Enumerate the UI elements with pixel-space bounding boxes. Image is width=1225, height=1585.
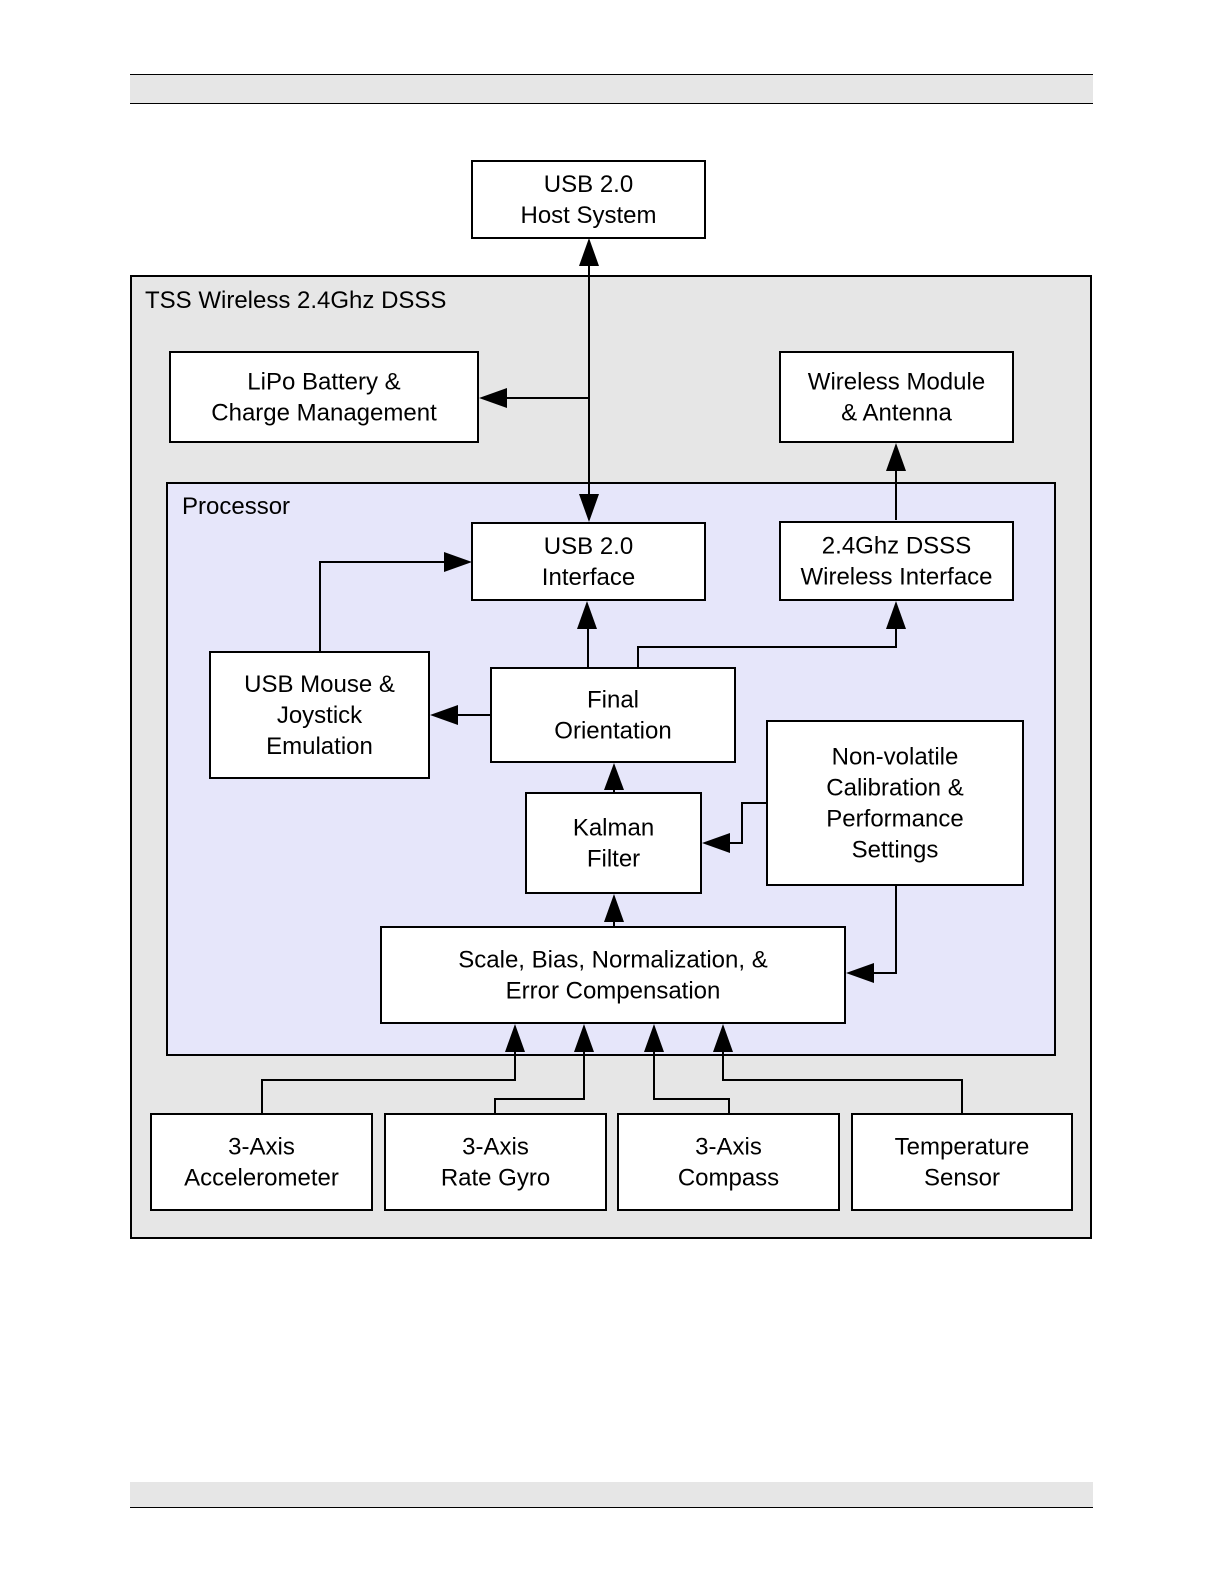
nonvolatile-label-line: Settings: [852, 837, 939, 864]
usb-host-label-line: USB 2.0: [544, 171, 633, 198]
block-lipo-battery: LiPo Battery & Charge Management: [169, 351, 479, 443]
connector-final-usb: [586, 626, 589, 667]
scale-bias-label-line: Scale, Bias, Normalization, &: [458, 947, 767, 974]
arrowhead-usb-from-final: [577, 601, 597, 629]
dsss-interface-label-line: 2.4Ghz DSSS: [822, 533, 971, 560]
arrowhead-mouse: [430, 705, 458, 725]
connector-nv-scale: [873, 886, 897, 974]
arrowhead-scale-compass: [644, 1024, 664, 1052]
connector-nv-kalman: [730, 802, 767, 844]
accelerometer-label-line: Accelerometer: [184, 1165, 339, 1192]
usb-interface-label-line: Interface: [542, 564, 635, 591]
dsss-interface-box: [779, 521, 1014, 601]
nonvolatile-label-line: Calibration &: [826, 775, 963, 802]
kalman-box: [525, 792, 702, 894]
arrowhead-scale-accel: [505, 1024, 525, 1052]
accelerometer-label-line: 3-Axis: [228, 1134, 295, 1161]
kalman-label-line: Filter: [587, 846, 640, 873]
usb-mouse-label-line: Joystick: [277, 702, 363, 729]
rate-gyro-label-line: Rate Gyro: [441, 1165, 550, 1192]
page-footer-band: [130, 1482, 1093, 1508]
block-scale-bias-normalization: Scale, Bias, Normalization, & Error Compe…: [380, 926, 846, 1024]
arrowhead-usb-from-mouse: [444, 552, 472, 572]
outer-container-label: TSS Wireless 2.4Ghz DSSS: [145, 287, 446, 314]
connector-final-dsss: [637, 622, 897, 667]
nonvolatile-label-line: Non-volatile: [832, 744, 959, 771]
compass-label-line: Compass: [678, 1165, 779, 1192]
usb-mouse-box: [209, 651, 430, 779]
temperature-label-line: Temperature: [895, 1134, 1030, 1161]
usb-interface-box: [471, 522, 706, 601]
arrowhead-host: [579, 238, 599, 266]
connector-temp-scale: [722, 1050, 963, 1113]
nonvolatile-box: [766, 720, 1024, 886]
lipo-label-line: LiPo Battery &: [247, 369, 400, 396]
compass-label-line: 3-Axis: [695, 1134, 762, 1161]
connector-compass-scale: [653, 1050, 730, 1113]
compass-box: [617, 1113, 840, 1211]
processor-container-label: Processor: [182, 493, 290, 520]
arrowhead-dsss: [886, 601, 906, 629]
final-orientation-box: [490, 667, 736, 763]
rate-gyro-box: [384, 1113, 607, 1211]
usb-host-label-line: Host System: [520, 202, 656, 229]
arrowhead-usb-interface-top: [579, 494, 599, 522]
arrowhead-scale-gyro: [574, 1024, 594, 1052]
arrowhead-kalman-side: [702, 833, 730, 853]
block-wireless-module: Wireless Module & Antenna: [779, 351, 1014, 443]
arrowhead-scale-side: [846, 963, 874, 983]
connectors: [261, 262, 963, 1113]
arrowheads: [430, 238, 906, 1052]
scale-bias-box: [380, 926, 846, 1024]
temperature-box: [851, 1113, 1073, 1211]
temperature-label-line: Sensor: [924, 1165, 1000, 1192]
arrowhead-wireless-module: [886, 443, 906, 471]
final-orientation-label-line: Final: [587, 687, 639, 714]
wireless-module-label-line: Wireless Module: [808, 369, 985, 396]
connector-gyro-scale: [494, 1050, 585, 1113]
usb-mouse-label-line: Emulation: [266, 733, 373, 760]
nonvolatile-label-line: Performance: [826, 806, 963, 833]
connector-mouse-usb: [319, 561, 446, 651]
lipo-label-line: Charge Management: [211, 400, 437, 427]
usb-interface-label-line: USB 2.0: [544, 533, 633, 560]
arrowhead-final: [604, 763, 624, 790]
dsss-interface-label-line: Wireless Interface: [800, 564, 992, 591]
lipo-box: [169, 351, 479, 443]
accelerometer-box: [150, 1113, 373, 1211]
connector-accel-scale: [261, 1050, 516, 1113]
arrowhead-scale-temp: [713, 1024, 733, 1052]
arrowhead-lipo: [479, 388, 507, 408]
block-dsss-wireless-interface: 2.4Ghz DSSS Wireless Interface: [779, 521, 1014, 601]
rate-gyro-label-line: 3-Axis: [462, 1134, 529, 1161]
usb-host-box: [471, 160, 706, 239]
page-header-band: [130, 74, 1093, 104]
wireless-module-label-line: & Antenna: [841, 400, 952, 427]
wireless-module-box: [779, 351, 1014, 443]
scale-bias-label-line: Error Compensation: [506, 978, 721, 1005]
usb-mouse-label-line: USB Mouse &: [244, 671, 395, 698]
kalman-label-line: Kalman: [573, 815, 654, 842]
final-orientation-label-line: Orientation: [554, 718, 671, 745]
arrowhead-kalman-bottom: [604, 894, 624, 922]
